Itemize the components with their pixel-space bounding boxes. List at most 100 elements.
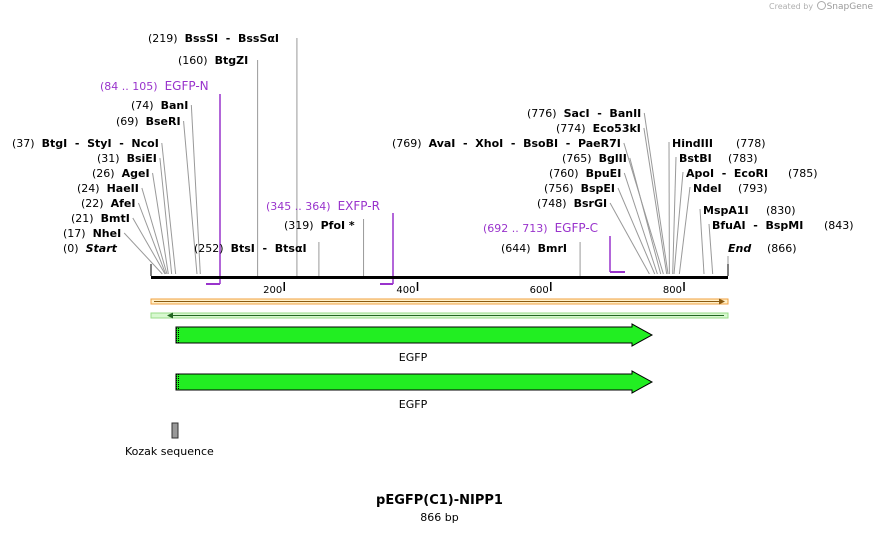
- enzyme-leader-line: [609, 202, 650, 275]
- feature-label-egfp: EGFP: [399, 351, 428, 364]
- enzyme-name: Start: [86, 242, 118, 255]
- enzyme-name: NdeI: [693, 182, 722, 195]
- enzyme-site: (765) BglII: [562, 152, 627, 165]
- snapgene-branding: Created by SnapGene: [769, 1, 873, 12]
- enzyme-site: (769) AvaI - XhoI - BsoBI - PaeR7I: [392, 137, 621, 150]
- enzyme-leader-line: [678, 186, 691, 275]
- primer-site: (84 .. 105)EGFP-N: [100, 79, 209, 93]
- enzyme-position: (31): [97, 152, 120, 165]
- bottom-strand-arrow-icon: [167, 312, 173, 319]
- enzyme-position: (160): [178, 54, 208, 67]
- enzyme-name: BssSI - BssSαI: [185, 32, 279, 45]
- enzyme-name: BanI: [161, 99, 189, 112]
- enzyme-position: (219): [148, 32, 178, 45]
- enzyme-leader-line: [629, 157, 662, 275]
- enzyme-leader-line: [190, 104, 201, 275]
- feature-label-kozak: Kozak sequence: [125, 445, 214, 458]
- primer-name: EGFP-C: [555, 221, 598, 235]
- enzyme-leader-line: [643, 127, 668, 275]
- enzyme-name: BfuAI - BspMI: [712, 219, 803, 232]
- enzyme-site: (69) BseRI: [116, 115, 181, 128]
- enzyme-name: BtsI - BtsαI: [231, 242, 307, 255]
- enzyme-position: (748): [537, 197, 567, 210]
- enzyme-position: (783): [728, 152, 758, 165]
- ruler-tick-label: 400: [396, 285, 415, 296]
- enzyme-leader-line: [708, 223, 714, 275]
- enzyme-position: (74): [131, 99, 154, 112]
- enzyme-name: BglII: [599, 152, 627, 165]
- enzyme-position: (24): [77, 182, 100, 195]
- primer-site: (345 .. 364) EXFP-R: [266, 199, 380, 213]
- enzyme-name: End: [728, 242, 751, 255]
- primer-range: (692 .. 713): [483, 222, 548, 235]
- primer-name: EXFP-R: [338, 199, 380, 213]
- egfp-feature-arrow: [175, 370, 654, 394]
- top-strand-arrow-icon: [719, 298, 725, 305]
- enzyme-name: BtgI - StyI - NcoI: [42, 137, 159, 150]
- enzyme-name: BstBI: [679, 152, 712, 165]
- enzyme-site: (644) BmrI: [501, 242, 567, 255]
- enzyme-position: (37): [12, 137, 35, 150]
- snapgene-product-name: SnapGene: [826, 2, 873, 12]
- ruler-tick-label: 800: [663, 285, 682, 296]
- enzyme-leader-line: [673, 171, 684, 275]
- enzyme-name: BtgZI: [215, 54, 249, 67]
- enzyme-site: (252) BtsI - BtsαI: [194, 242, 307, 255]
- enzyme-site: (774) Eco53kI: [556, 122, 641, 135]
- enzyme-leader-line: [643, 112, 669, 275]
- enzyme-name: HaeII: [107, 182, 139, 195]
- snapgene-logo-icon: [816, 1, 826, 10]
- kozak-feature: [171, 422, 179, 439]
- enzyme-name: AvaI - XhoI - BsoBI - PaeR7I: [429, 137, 621, 150]
- enzyme-position: (26): [92, 167, 115, 180]
- enzyme-position: (252): [194, 242, 224, 255]
- enzyme-leader-line: [123, 232, 163, 275]
- enzyme-name: HindIII: [672, 137, 713, 150]
- enzyme-name: BsiEI: [127, 152, 157, 165]
- created-by-text: Created by: [769, 2, 814, 11]
- enzyme-position: (765): [562, 152, 592, 165]
- enzyme-name: BmrI: [538, 242, 567, 255]
- enzyme-position: (17): [63, 227, 86, 240]
- primer-name: EGFP-N: [165, 79, 209, 93]
- enzyme-position: (778): [736, 137, 766, 150]
- enzyme-leader-line: [183, 120, 198, 275]
- enzyme-position: (756): [544, 182, 574, 195]
- enzyme-name: BspEI: [581, 182, 615, 195]
- enzyme-name: Eco53kI: [593, 122, 641, 135]
- enzyme-site: BfuAI - BspMI(843): [712, 219, 854, 232]
- enzyme-site: (748) BsrGI: [537, 197, 607, 210]
- enzyme-site: (24) HaeII: [77, 182, 139, 195]
- enzyme-position: (0): [63, 242, 79, 255]
- enzyme-site: ApoI - EcoRI(785): [686, 167, 818, 180]
- enzyme-name: NheI: [93, 227, 122, 240]
- feature-hatch: [176, 327, 180, 343]
- enzyme-position: (774): [556, 122, 586, 135]
- backbone-line: [151, 276, 728, 279]
- feature-label-egfp: EGFP: [399, 398, 428, 411]
- enzyme-leader-line: [699, 208, 705, 275]
- enzyme-site: (31) BsiEI: [97, 152, 157, 165]
- enzyme-name: PfoI *: [321, 219, 355, 232]
- enzyme-position: (769): [392, 137, 422, 150]
- enzyme-site: (26)AgeI: [92, 167, 150, 180]
- enzyme-leader-line: [137, 202, 167, 275]
- enzyme-position: (830): [766, 204, 796, 217]
- enzyme-site: MspA1I(830): [703, 204, 796, 217]
- enzyme-site: (756) BspEI: [544, 182, 615, 195]
- enzyme-name: BpuEI: [586, 167, 622, 180]
- enzyme-leader-line: [132, 217, 166, 275]
- enzyme-name: BsrGI: [574, 197, 607, 210]
- enzyme-position: (69): [116, 115, 139, 128]
- enzyme-site: (760)BpuEI: [549, 167, 621, 180]
- enzyme-site: End(866): [728, 242, 797, 255]
- enzyme-position: (785): [788, 167, 818, 180]
- primer-range: (345 .. 364): [266, 200, 331, 213]
- enzyme-leader-line: [141, 187, 168, 275]
- egfp-feature-arrow: [175, 323, 654, 347]
- enzyme-position: (644): [501, 242, 531, 255]
- enzyme-leader-line: [161, 142, 177, 275]
- ruler-tick-label: 200: [263, 285, 282, 296]
- enzyme-name: BseRI: [146, 115, 181, 128]
